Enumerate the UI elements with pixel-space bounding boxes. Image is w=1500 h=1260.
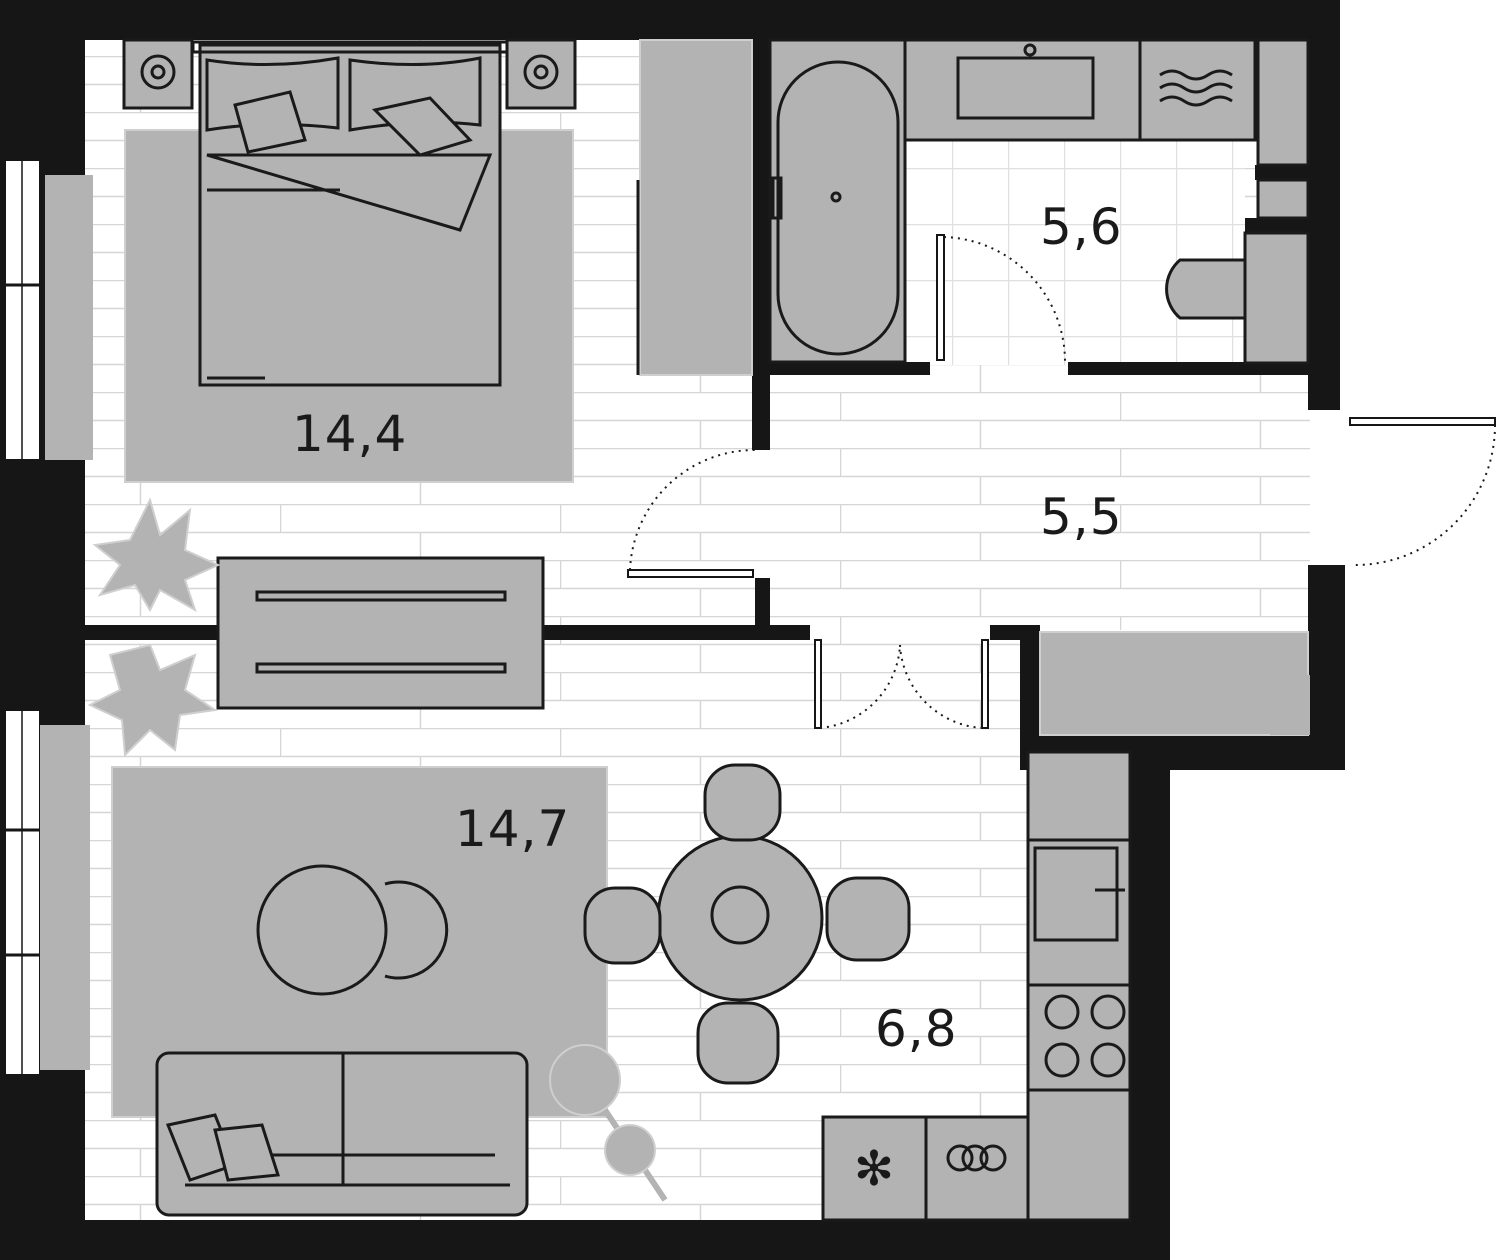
living-room-door-left[interactable] [814,639,822,729]
nightstand [122,38,194,110]
bathroom-door[interactable] [936,234,945,361]
shoe-cabinet [1039,631,1309,736]
bedroom-door[interactable] [627,569,754,578]
radiator [45,175,93,460]
floor-lamp [549,1044,621,1116]
wardrobe [639,39,753,376]
entrance-door[interactable] [1349,417,1496,426]
chair [696,1001,780,1085]
sink-vanity [903,38,1142,142]
nightstand [505,38,577,110]
doors [627,234,1496,729]
kitchen-sink [1033,846,1119,942]
living-room-door-right[interactable] [981,639,989,729]
dishes-icon [946,1144,1007,1172]
chair [703,763,782,842]
stove [1044,994,1126,1078]
plant [87,643,218,758]
bathroom-area-label: 5,6 [1040,198,1123,256]
plant [92,497,221,613]
toilet-cistern [1243,231,1310,365]
shelf [1256,178,1310,220]
hallway-wardrobe [1039,631,1310,736]
dresser [216,556,545,710]
bathroom-tile-floor [905,140,1245,365]
living-room-area-label: 14,7 [455,800,571,858]
kitchen-area-label: 6,8 [875,1000,958,1058]
shelf [1256,38,1310,167]
coffee-table [256,864,388,996]
windows [4,159,93,1076]
bedroom-area-label: 14,4 [292,405,408,463]
dining-table [656,834,824,1002]
snowflake-icon: ✻ [854,1143,894,1196]
toilet [1165,258,1247,320]
kitchen-furniture: ✻ [821,750,1132,1222]
bedroom-furniture [87,38,577,758]
bathroom-furniture [636,38,1310,376]
hallway-area-label: 5,5 [1040,488,1123,546]
radiator [40,725,90,1070]
dishwasher [924,1115,1030,1222]
chair [825,876,911,962]
living-room-furniture [111,763,911,1217]
washing-machine [1138,38,1257,142]
fridge [821,1115,928,1222]
chair [583,886,662,965]
